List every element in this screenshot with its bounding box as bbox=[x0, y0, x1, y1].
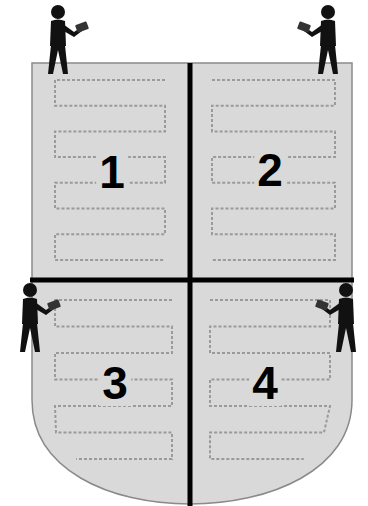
operator-figure bbox=[48, 5, 89, 74]
flight-path bbox=[55, 300, 172, 459]
zone-number: 1 bbox=[96, 149, 128, 195]
flight-path bbox=[55, 80, 165, 260]
operator-figure bbox=[297, 5, 338, 74]
flight-paths bbox=[55, 80, 335, 459]
divider-line bbox=[30, 278, 354, 283]
flight-path bbox=[210, 300, 330, 459]
flight-path bbox=[212, 80, 335, 260]
divider-line bbox=[188, 63, 193, 506]
operator-figure bbox=[315, 283, 356, 352]
zone-number: 3 bbox=[99, 360, 131, 406]
operator-figure bbox=[20, 283, 61, 352]
zone-number: 4 bbox=[249, 360, 281, 406]
zone-number: 2 bbox=[254, 147, 286, 193]
